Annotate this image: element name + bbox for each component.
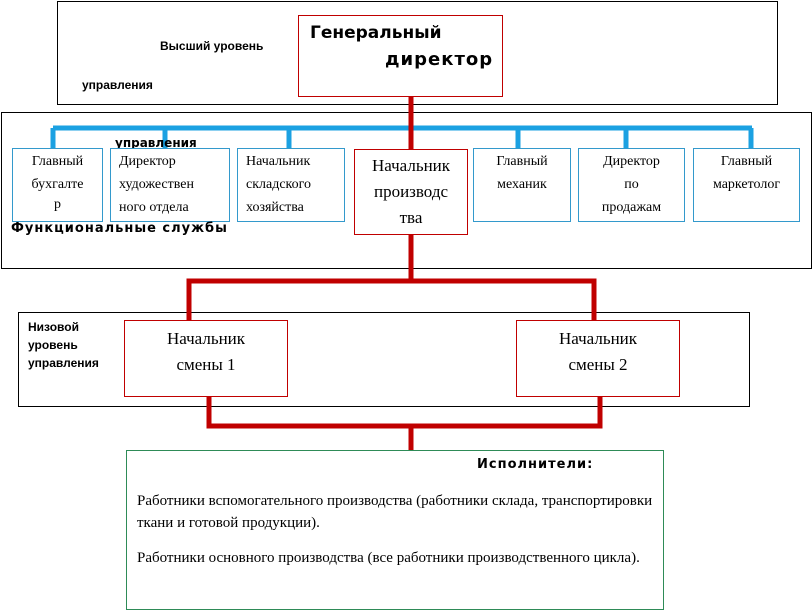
- shift2-line1: Начальник: [558, 329, 638, 348]
- executors-box: Исполнители: Работники вспомогательного …: [126, 450, 664, 610]
- box-line: механик: [497, 177, 547, 192]
- box-line: Директор: [603, 154, 660, 169]
- box-line: Главный: [496, 154, 548, 169]
- shift1-line1: Начальник: [166, 329, 246, 348]
- box-shift-head-2: Начальник смены 2: [516, 320, 680, 397]
- box-line: маркетолог: [712, 177, 781, 192]
- box-line: складского: [246, 177, 312, 192]
- box-line: Начальник: [371, 156, 451, 175]
- box-production-head: Начальник производс тва: [354, 149, 468, 235]
- box-line: р: [54, 197, 61, 212]
- box-line: продажам: [601, 200, 662, 215]
- lower-level-label-line3: управления: [28, 356, 99, 370]
- red-shift-join: [206, 396, 603, 429]
- box-line: хозяйства: [246, 200, 304, 215]
- executors-paragraph-1: Работники вспомогательного производства …: [137, 493, 653, 531]
- executors-paragraph-2: Работники основного производства (все ра…: [137, 550, 640, 566]
- box-warehouse-head: Начальник складского хозяйства: [237, 148, 345, 222]
- box-line: ного отдела: [119, 200, 189, 215]
- top-level-label-line1: Высший уровень: [160, 39, 264, 53]
- shift2-line2: смены 2: [568, 355, 628, 374]
- director-line1: Генеральный: [310, 23, 442, 43]
- shift1-line2: смены 1: [176, 355, 236, 374]
- box-chief-mechanic: Главный механик: [473, 148, 571, 222]
- director-line2: директор: [385, 49, 494, 70]
- lower-level-label-line2: уровень: [28, 338, 78, 352]
- box-line: Директор: [119, 154, 176, 169]
- functional-section-label: Функциональные службы: [11, 221, 228, 236]
- box-line: художествен: [119, 177, 194, 192]
- overlap-text: управления: [115, 136, 197, 150]
- lower-level-label-line1: Низовой: [28, 320, 79, 334]
- box-line: Начальник: [246, 154, 311, 169]
- lower-level-label: Низовой уровень управления: [28, 318, 99, 372]
- box-chief-accountant: Главный бухгалте р: [12, 148, 103, 222]
- box-line: по: [624, 177, 639, 192]
- box-line: Главный: [31, 154, 84, 169]
- general-director-box: Генеральный директор: [298, 15, 503, 97]
- box-line: производс: [373, 182, 449, 201]
- box-line: Главный: [720, 154, 773, 169]
- box-shift-head-1: Начальник смены 1: [124, 320, 288, 397]
- red-shift-split: [186, 278, 597, 322]
- executors-title: Исполнители:: [477, 457, 594, 472]
- box-line: бухгалте: [31, 177, 84, 192]
- box-sales-director: Директор по продажам: [578, 148, 685, 222]
- box-chief-marketer: Главный маркетолог: [693, 148, 800, 222]
- top-level-label-line2: управления: [82, 78, 153, 92]
- box-art-director: Директор художествен ного отдела: [110, 148, 230, 222]
- box-line: тва: [399, 208, 423, 227]
